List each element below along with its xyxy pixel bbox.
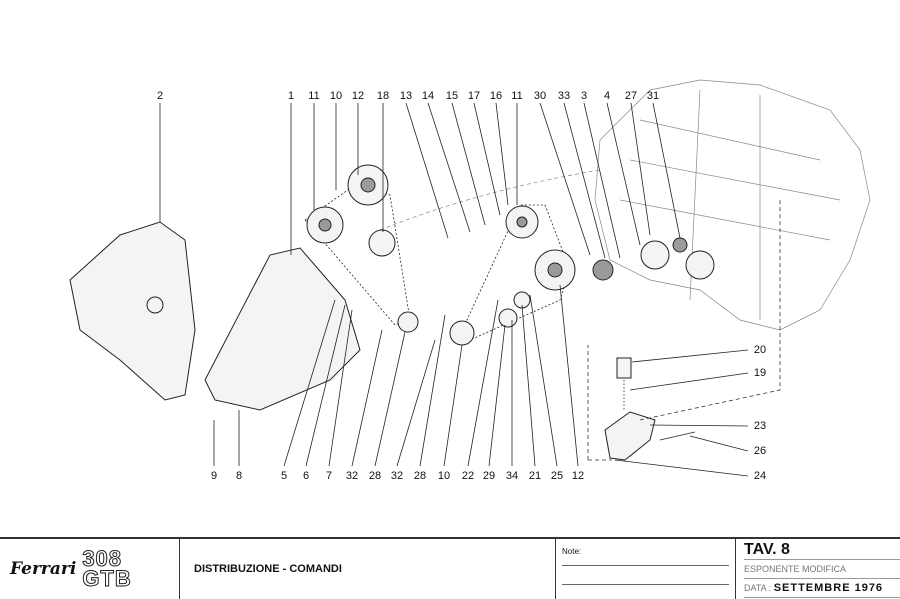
callout-10: 10 xyxy=(330,90,342,102)
timing-belt-left xyxy=(304,184,411,326)
callout-31: 31 xyxy=(647,90,659,102)
timing-cover-outer xyxy=(69,221,196,401)
callout-18: 18 xyxy=(377,90,389,102)
callout-16: 16 xyxy=(490,90,502,102)
callout-25: 25 xyxy=(551,470,563,482)
callout-7: 7 xyxy=(326,470,332,482)
callout-22: 22 xyxy=(462,470,474,482)
callout-15: 15 xyxy=(446,90,458,102)
callout-9: 9 xyxy=(211,470,217,482)
callout-21: 21 xyxy=(529,470,541,482)
model-number: 308 xyxy=(82,546,123,571)
callout-4: 4 xyxy=(604,90,610,102)
brand-logo: Ferrari 308 GTB xyxy=(0,539,180,599)
callout-32b: 32 xyxy=(391,470,403,482)
table-number: TAV. 8 xyxy=(744,539,900,560)
callout-23: 23 xyxy=(754,420,766,432)
callout-28: 28 xyxy=(369,470,381,482)
callout-8: 8 xyxy=(236,470,242,482)
pulleys xyxy=(306,164,715,346)
callout-17: 17 xyxy=(468,90,480,102)
callout-30: 30 xyxy=(534,90,546,102)
ferrari-logo: Ferrari xyxy=(10,559,77,579)
drawing-title: DISTRIBUZIONE - COMANDI xyxy=(180,539,556,599)
callout-1: 1 xyxy=(288,90,294,102)
right-callouts: 20 19 23 26 24 xyxy=(614,344,766,482)
callout-6: 6 xyxy=(303,470,309,482)
callout-29: 29 xyxy=(483,470,495,482)
callout-33: 33 xyxy=(558,90,570,102)
callout-12: 12 xyxy=(352,90,364,102)
callout-24: 24 xyxy=(754,470,766,482)
date-label: DATA xyxy=(744,583,767,593)
title-block: Ferrari 308 GTB DISTRIBUZIONE - COMANDI … xyxy=(0,537,900,599)
notes-section: Note: xyxy=(556,539,736,599)
callout-34: 34 xyxy=(506,470,518,482)
revision-label: ESPONENTE MODIFICA xyxy=(744,560,900,579)
callout-26: 26 xyxy=(754,445,766,457)
exploded-parts-diagram: 2 1 11 10 12 18 13 14 15 17 16 11 30 33 … xyxy=(69,79,871,482)
callout-14: 14 xyxy=(422,90,434,102)
callout-20: 20 xyxy=(754,344,766,356)
callout-13: 13 xyxy=(400,90,412,102)
callout-11b: 11 xyxy=(511,90,522,102)
callout-12b: 12 xyxy=(572,470,584,482)
callout-32: 32 xyxy=(346,470,358,482)
callout-2: 2 xyxy=(157,90,163,102)
top-callouts: 2 1 11 10 12 18 13 14 15 17 16 11 30 33 … xyxy=(157,90,681,259)
callout-28b: 28 xyxy=(414,470,426,482)
model-name: GTB xyxy=(82,566,132,591)
callout-19: 19 xyxy=(754,367,766,379)
date-value: SETTEMBRE 1976 xyxy=(773,582,884,594)
callout-27: 27 xyxy=(625,90,637,102)
engine-block xyxy=(379,79,871,331)
table-info: TAV. 8 ESPONENTE MODIFICA DATA : SETTEMB… xyxy=(736,539,900,599)
callout-3: 3 xyxy=(581,90,587,102)
tensioner-assembly xyxy=(587,200,781,461)
timing-cover-inner xyxy=(204,247,361,411)
callout-10b: 10 xyxy=(438,470,450,482)
callout-5: 5 xyxy=(281,470,287,482)
notes-label: Note: xyxy=(562,547,582,556)
callout-11: 11 xyxy=(308,90,319,102)
bottom-callouts: 9 8 5 6 7 32 28 32 28 10 22 29 34 21 25 … xyxy=(211,284,584,482)
